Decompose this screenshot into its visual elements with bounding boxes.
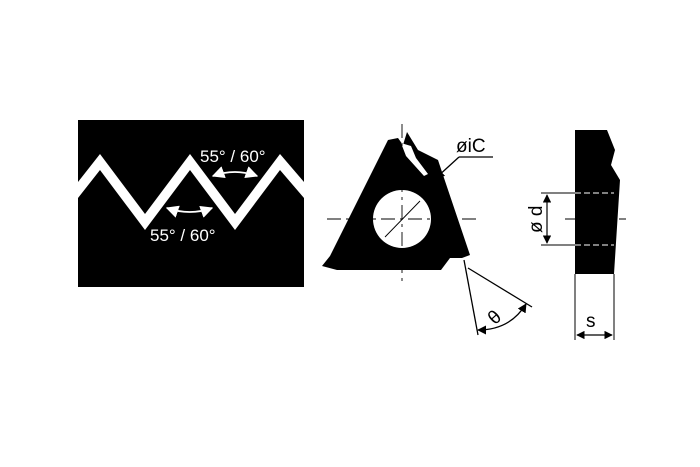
- inscribed-circle-label: øiC: [456, 136, 486, 157]
- clearance-angle-label: θ: [484, 307, 506, 330]
- side-view-body: [575, 130, 620, 274]
- thread-angle-label-upper: 55° / 60°: [200, 147, 266, 166]
- iC-leader-arrow: [435, 156, 460, 179]
- thread-zigzag: [78, 154, 304, 230]
- triangular-insert-view: øiC θ: [322, 124, 533, 336]
- hole-diagonal-mark: [384, 200, 421, 238]
- insert-tip-notch: [401, 143, 428, 176]
- clearance-angle-arc: [477, 303, 527, 335]
- thickness-label: s: [586, 311, 596, 332]
- clearance-flank-line: [467, 267, 533, 308]
- thread-block-background: [78, 120, 304, 287]
- thread-angle-label-lower: 55° / 60°: [150, 226, 216, 245]
- upper-angle-arc: [211, 166, 259, 179]
- lower-angle-arc: [165, 205, 214, 218]
- hole-diameter-label: ø d: [526, 206, 547, 233]
- thread-profile-panel: 55° / 60° 55° / 60°: [78, 120, 304, 287]
- clearance-reference-line: [463, 259, 479, 336]
- insert-side-view: ø d s: [526, 130, 626, 340]
